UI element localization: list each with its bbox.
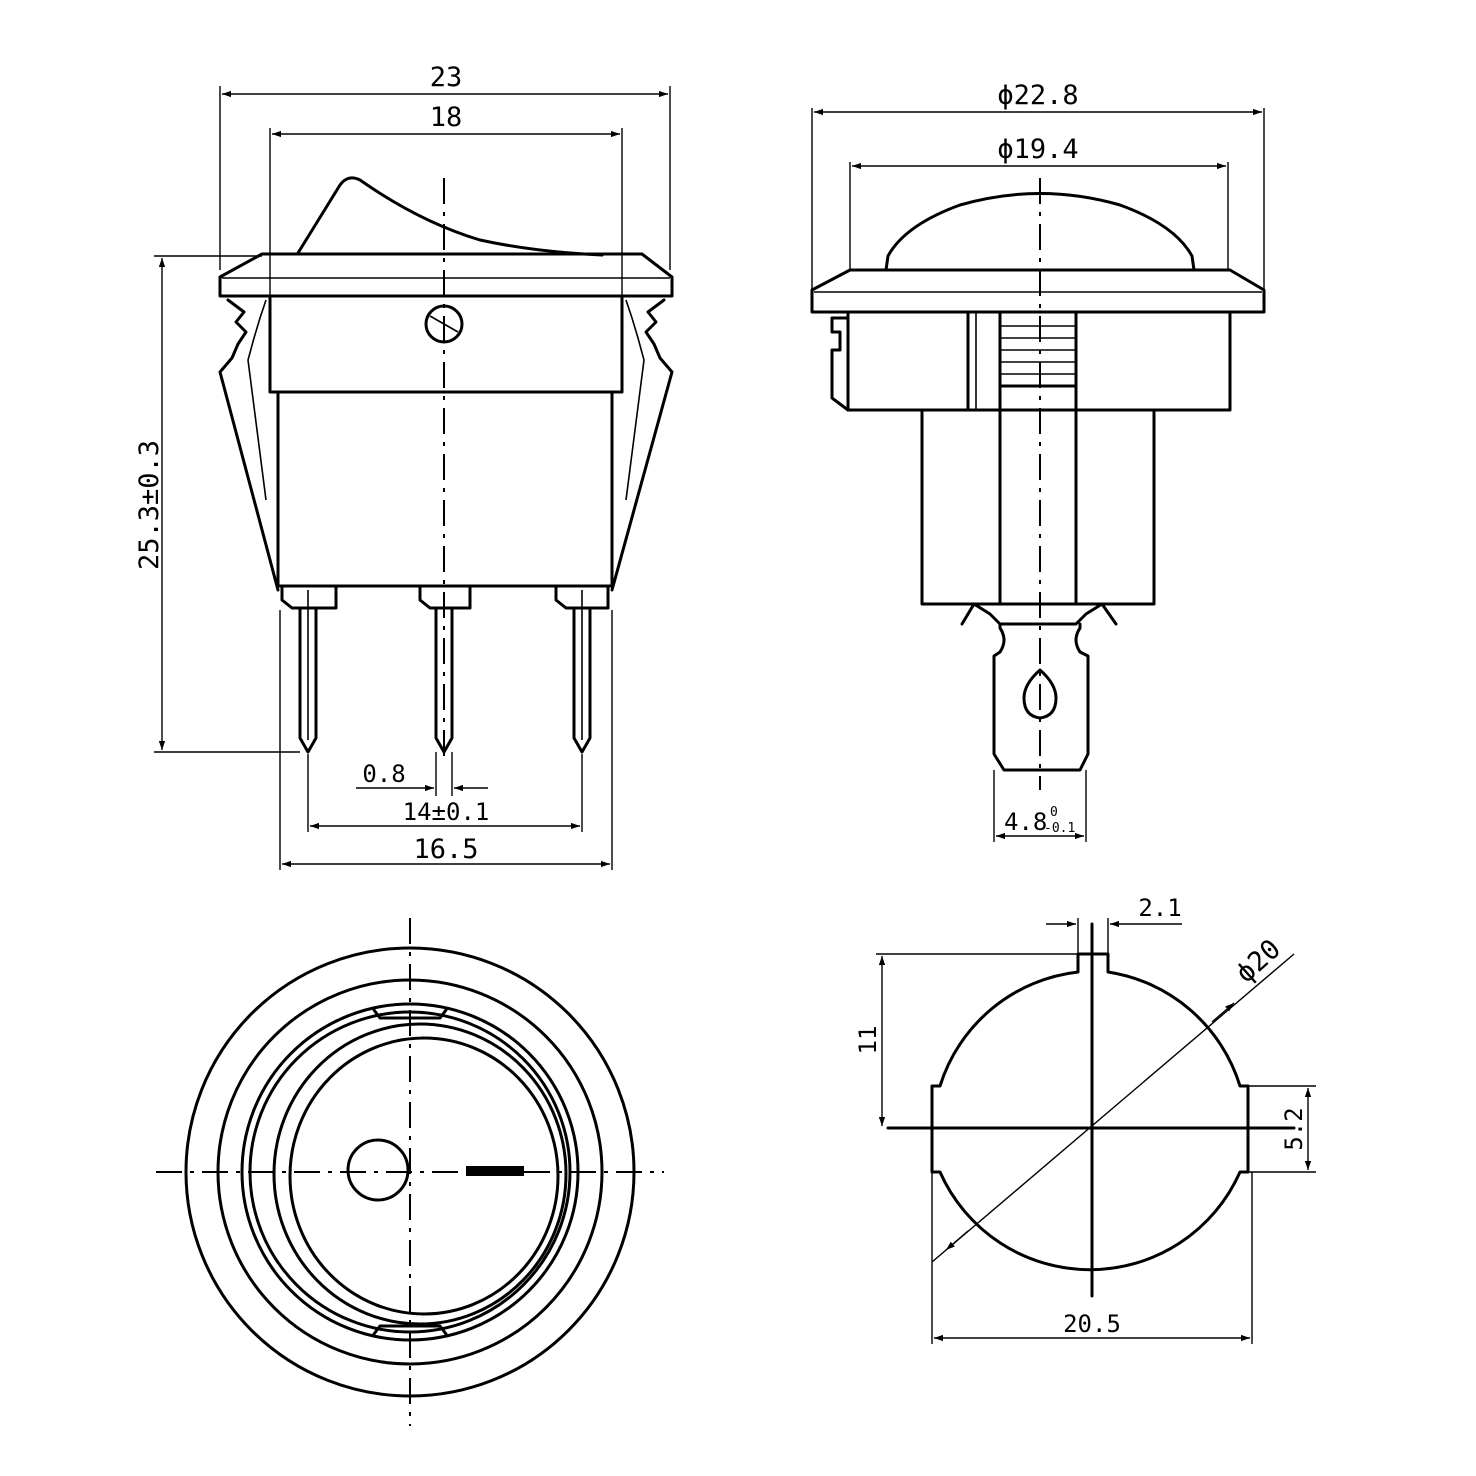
right-pin <box>572 606 592 754</box>
quick-connect-terminal <box>992 622 1090 772</box>
dim-cutout-diameter: ϕ20 <box>1230 934 1287 990</box>
side-lower-body <box>920 408 1156 606</box>
dim-flat-width: 20.5 <box>1063 1310 1121 1338</box>
dim-pin-pitch: 14±0.1 <box>403 798 490 826</box>
front-flange <box>218 252 674 298</box>
dim-rocker-width: 18 <box>430 102 463 133</box>
dim-terminal-tol-upper: 0 <box>1050 805 1058 820</box>
dim-overall-width: 23 <box>430 62 463 93</box>
right-snap-clip <box>610 298 674 592</box>
dim-flange-diameter: ϕ22.8 <box>997 80 1078 111</box>
rocker-face <box>288 1036 560 1316</box>
panel-cutout: ϕ20 2.1 11 5.2 20.5 <box>854 894 1316 1344</box>
dim-key-height: 11 <box>854 1026 882 1055</box>
top-view <box>156 918 664 1426</box>
ribbed-stem <box>998 310 1078 388</box>
left-pin <box>298 606 318 754</box>
front-view: 23 18 25.3±0.3 0.8 14±0.1 16.5 <box>134 62 674 870</box>
dim-flat-height: 5.2 <box>1280 1107 1308 1150</box>
dim-body-width: 16.5 <box>413 834 478 865</box>
dim-cap-diameter: ϕ19.4 <box>997 134 1078 165</box>
dim-terminal-width: 4.8 <box>1004 808 1047 836</box>
lower-housing <box>276 390 614 588</box>
upper-housing <box>268 294 624 394</box>
rocker-actuator <box>296 176 604 257</box>
dim-terminal-tol-lower: -0.1 <box>1044 821 1075 836</box>
on-symbol-circle <box>346 1138 410 1202</box>
cutout-outline <box>930 952 1250 1272</box>
left-snap-clip <box>218 298 280 592</box>
side-flange <box>810 268 1266 314</box>
side-view: ϕ22.8 ϕ19.4 4.8 0 -0.1 <box>810 80 1266 842</box>
dim-height: 25.3±0.3 <box>134 440 165 570</box>
dim-pin-width: 0.8 <box>362 760 405 788</box>
dim-key-width: 2.1 <box>1138 894 1181 922</box>
